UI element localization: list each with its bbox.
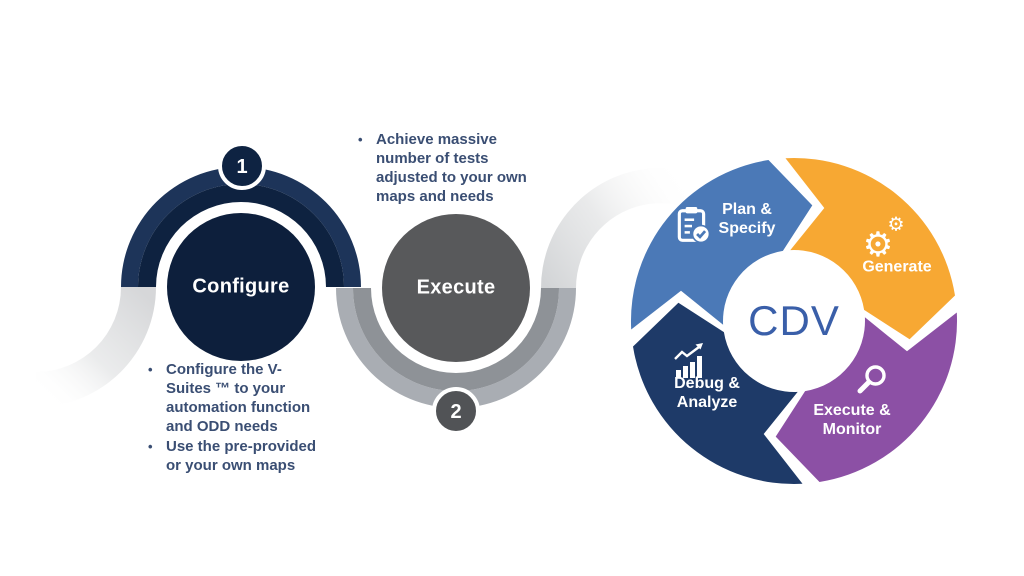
- step2-badge-number: 2: [450, 401, 461, 423]
- bullet-text: Achieve massive number of tests adjusted…: [376, 131, 527, 205]
- segment-label-execute-monitor: Execute & Monitor: [813, 402, 891, 438]
- segment-generate: [785, 157, 955, 340]
- step1-arc-outer: [121, 167, 361, 287]
- step2-label: Execute: [416, 276, 496, 299]
- step1-arc-inner: [138, 184, 344, 287]
- clipboard-check-icon: [677, 207, 711, 244]
- step2-badge: [432, 387, 480, 435]
- segment-label-plan-specify: Plan & Specify: [718, 201, 776, 237]
- step1-badge: [218, 142, 266, 190]
- step2-arc-outer: [336, 288, 576, 408]
- bullet-dot: •: [358, 132, 363, 147]
- cycle-center-label: CDV: [748, 297, 840, 344]
- list-item: • Configure the V- Suites ™ to your auto…: [148, 360, 368, 436]
- step1-label: Configure: [192, 275, 290, 298]
- segment-label-debug-analyze: Debug & Analyze: [674, 375, 740, 411]
- step2-arc-inner: [353, 288, 559, 391]
- step1-bullet-list: • Configure the V- Suites ™ to your auto…: [148, 360, 368, 476]
- magnifier-icon: [857, 365, 886, 394]
- step1-circle: [167, 213, 315, 361]
- gears-icon: ⚙: [862, 225, 894, 265]
- segment-debug-analyze: [633, 302, 803, 485]
- step2-bullet-list: • Achieve massive number of tests adjust…: [358, 130, 563, 207]
- bullet-text: Use the pre-provided or your own maps: [166, 438, 317, 474]
- segment-execute-monitor: [775, 312, 958, 482]
- ribbon-left-tail: [36, 287, 156, 407]
- bullet-text: Configure the V- Suites ™ to your automa…: [166, 361, 311, 435]
- list-item: • Use the pre-provided or your own maps: [148, 437, 368, 475]
- segment-plan-specify: [630, 160, 813, 330]
- bullet-dot: •: [148, 439, 153, 454]
- segment-label-generate: Generate: [862, 258, 932, 276]
- cdv-cycle-wheel: CDV ⚙ ⚙ Plan & Specify Genera: [630, 157, 958, 485]
- bullet-dot: •: [148, 362, 153, 377]
- step1-badge-number: 1: [236, 156, 247, 178]
- gear-small-icon: ⚙: [887, 213, 905, 236]
- list-item: • Achieve massive number of tests adjust…: [358, 130, 563, 206]
- cycle-segments: CDV: [630, 157, 958, 485]
- bar-chart-icon: [674, 343, 703, 378]
- step2-circle: [382, 214, 530, 362]
